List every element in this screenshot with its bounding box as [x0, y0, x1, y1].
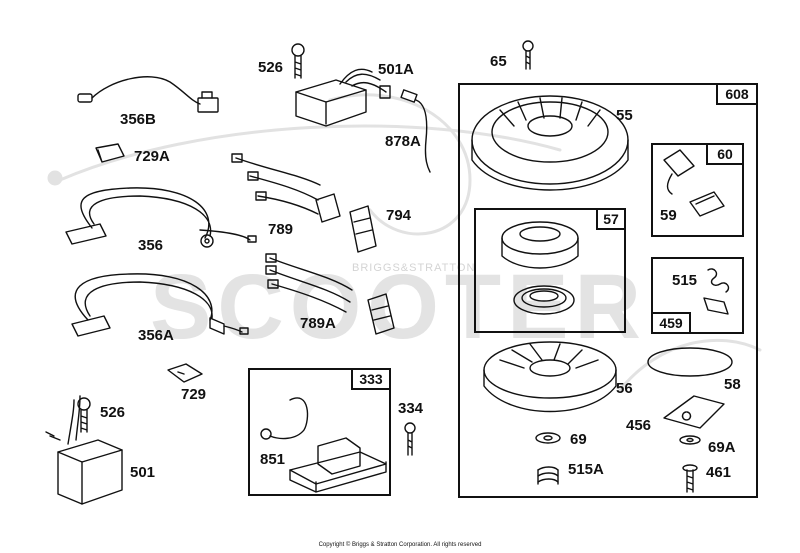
part-459-pawl [703, 297, 729, 315]
part-515-spring [707, 268, 730, 293]
group-333-tag: 333 [351, 368, 391, 390]
callout-59: 59 [660, 207, 677, 224]
callout-794: 794 [386, 207, 412, 224]
watermark-swirl [58, 124, 562, 182]
callout-501a: 501A [378, 61, 414, 78]
part-57-spring [513, 285, 575, 315]
callout-789: 789 [268, 221, 294, 238]
callout-878a: 878A [385, 133, 421, 150]
callout-356a: 356A [138, 327, 174, 344]
part-794-connector [349, 205, 377, 253]
callout-356: 356 [138, 237, 164, 254]
group-608-tag: 608 [716, 83, 758, 105]
part-55-rewind-housing [471, 95, 629, 191]
callout-515: 515 [672, 272, 698, 289]
part-60-handle [663, 149, 725, 217]
part-57-pulley [501, 221, 579, 269]
callout-851: 851 [260, 451, 286, 468]
part-729a-clip [95, 143, 125, 163]
part-729-clip [167, 363, 203, 383]
part-456-plate [663, 395, 725, 429]
part-334-bolt [404, 422, 416, 456]
part-58-ring [647, 347, 733, 377]
part-515a-spring [537, 466, 559, 485]
group-459-box [651, 257, 744, 334]
callout-456: 456 [626, 417, 652, 434]
watermark-subtext: BRIGGS&STRATTON [352, 262, 476, 274]
callout-526-left: 526 [100, 404, 126, 421]
group-608-box [458, 83, 758, 498]
callout-789a: 789A [300, 315, 336, 332]
callout-69: 69 [570, 431, 587, 448]
callout-58: 58 [724, 376, 741, 393]
copyright-notice: Copyright © Briggs & Stratton Corporatio… [318, 542, 482, 548]
callout-515a: 515A [568, 461, 604, 478]
watermark-text: SCOOTER [150, 256, 647, 358]
callout-729: 729 [181, 386, 207, 403]
callout-334: 334 [398, 400, 424, 417]
callout-461: 461 [706, 464, 732, 481]
callout-501: 501 [130, 464, 156, 481]
part-526-bolt-left [77, 397, 91, 433]
part-356b-harness [77, 76, 219, 113]
group-333-box [248, 368, 391, 496]
part-65-bolt [522, 40, 534, 70]
part-69a-washer [679, 435, 701, 445]
callout-356b: 356B [120, 111, 156, 128]
part-56-pulley [483, 341, 617, 413]
part-878a-wire [400, 89, 431, 173]
callout-729a: 729A [134, 148, 170, 165]
callout-526-top: 526 [258, 59, 284, 76]
group-60-box [651, 143, 744, 237]
part-851-coil [260, 397, 387, 493]
part-356-harness [65, 187, 257, 248]
part-789-harness [231, 153, 341, 223]
part-356a-harness [71, 273, 249, 337]
group-57-box [474, 208, 626, 333]
callout-55: 55 [616, 107, 633, 124]
part-789a-harness [265, 253, 395, 335]
part-69-washer [535, 432, 561, 444]
part-501-regulator [45, 395, 123, 505]
part-526-bolt-top [291, 43, 305, 79]
group-57-tag: 57 [596, 208, 626, 230]
callout-65: 65 [490, 53, 507, 70]
part-461-bolt [682, 464, 698, 493]
group-60-tag: 60 [706, 143, 744, 165]
part-501a-regulator [295, 68, 391, 127]
group-459-tag: 459 [651, 312, 691, 334]
callout-69a: 69A [708, 439, 736, 456]
callout-56: 56 [616, 380, 633, 397]
